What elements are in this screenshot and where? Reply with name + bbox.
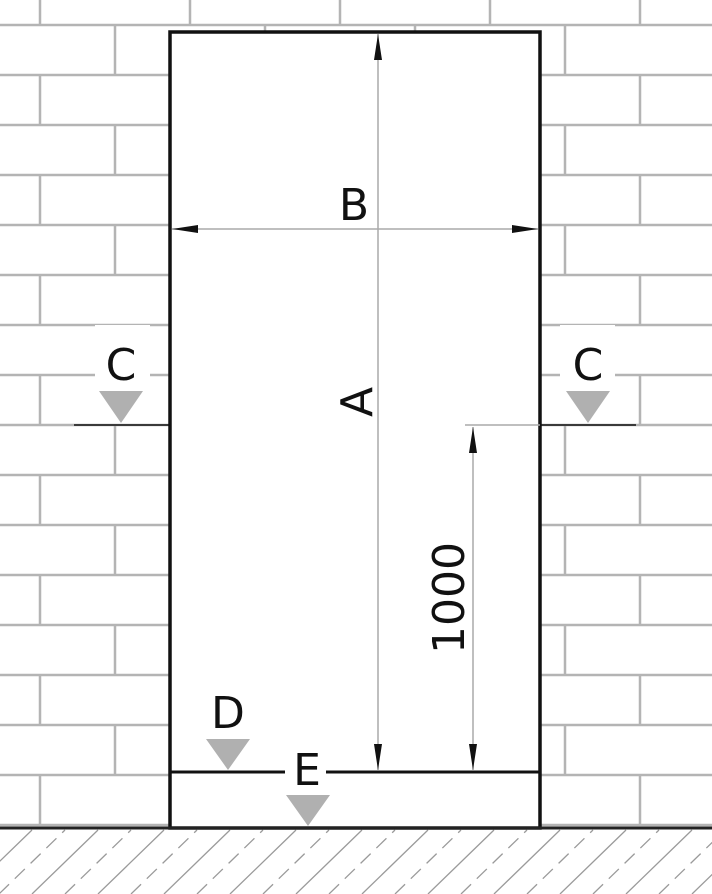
level-marker-icon xyxy=(566,391,610,423)
hatch-line xyxy=(0,829,33,862)
hatch-line xyxy=(625,829,693,894)
hatch-line xyxy=(31,829,99,894)
hatch-line xyxy=(130,829,198,894)
hatch-line xyxy=(559,829,627,894)
hatch-line xyxy=(97,829,165,894)
ground-hatch xyxy=(0,829,712,894)
arrow-up-icon xyxy=(374,34,382,60)
hatch-line xyxy=(460,829,528,894)
arrow-down-icon xyxy=(469,744,477,770)
hatch-line xyxy=(328,829,396,894)
opening-outline xyxy=(168,30,542,830)
arrow-right-icon xyxy=(512,225,538,233)
hatch-line xyxy=(196,829,264,894)
label-mask xyxy=(95,325,150,390)
hatch-line xyxy=(361,829,429,894)
hatch-line xyxy=(64,829,132,894)
hatch-line xyxy=(691,873,712,894)
level-marker-icon xyxy=(206,739,250,770)
arrow-left-icon xyxy=(172,225,198,233)
hatch-line xyxy=(427,829,495,894)
hatch-line xyxy=(0,829,66,894)
label-1000: 1000 xyxy=(424,542,475,654)
level-marker-icon xyxy=(286,795,330,826)
level-marker-icon xyxy=(99,391,143,423)
hatch-line xyxy=(163,829,231,894)
hatch-line xyxy=(394,829,462,894)
label-c-left: C xyxy=(106,340,137,391)
hatch-line xyxy=(493,829,561,894)
label-d: D xyxy=(211,688,245,739)
label-e: E xyxy=(293,745,321,796)
hatch-line xyxy=(229,829,297,894)
hatch-line xyxy=(295,829,363,894)
hatch-line xyxy=(526,829,594,894)
arrow-down-icon xyxy=(374,744,382,770)
label-b: B xyxy=(339,180,369,231)
label-mask xyxy=(560,325,615,390)
hatch-line xyxy=(592,829,660,894)
label-a: A xyxy=(332,387,383,417)
arrow-up-icon xyxy=(469,427,477,453)
label-c-right: C xyxy=(573,340,604,391)
hatch-line xyxy=(262,829,330,894)
hatch-line xyxy=(658,841,712,894)
